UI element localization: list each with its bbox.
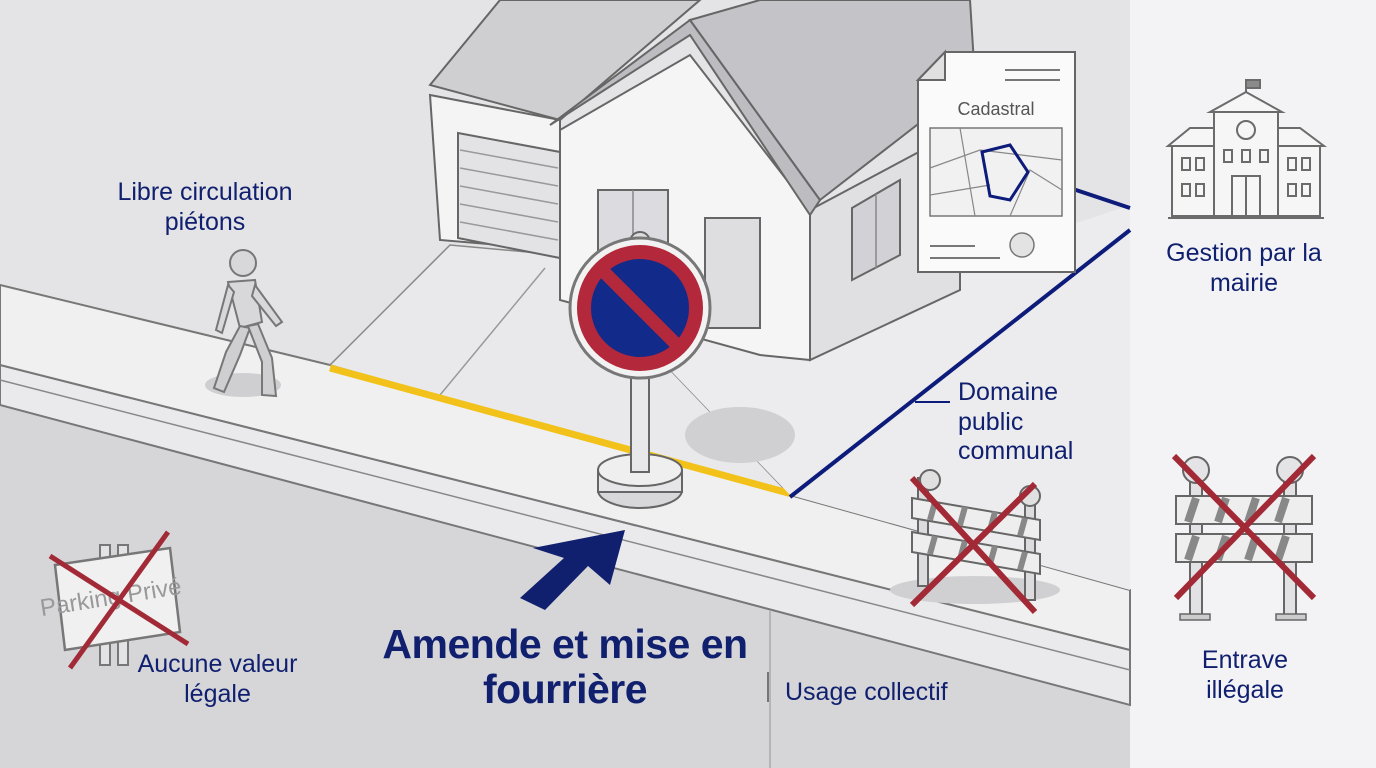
- barrier-icon: [890, 469, 1060, 615]
- label-no-legal-value: Aucune valeur légale: [137, 650, 298, 708]
- cadastral-document-icon: Cadastral: [915, 49, 1076, 273]
- barrier-icon-panel: [1171, 453, 1317, 621]
- cadastral-title: Cadastral: [957, 99, 1034, 119]
- boundary-line: [788, 228, 1132, 499]
- label-town-hall: Gestion par la mairie: [1166, 239, 1322, 297]
- yellow-curb-marking: [329, 364, 793, 498]
- label-collective-use: Usage collectif: [785, 678, 948, 706]
- curb-line: [0, 379, 1131, 671]
- house-roof: [688, 0, 977, 202]
- label-illegal-obstruction: Entrave illégale: [1201, 646, 1289, 704]
- arrow-icon: [520, 530, 625, 610]
- house-gable-trim: [549, 18, 822, 217]
- no-parking-sign-icon: [568, 231, 712, 509]
- private-parking-sign-icon: Parking Privé: [38, 530, 190, 670]
- label-public-domain: Domaine public communal: [958, 378, 1074, 465]
- yard: [560, 205, 1130, 590]
- label-pedestrian: Libre circulation piétons: [117, 178, 293, 236]
- town-hall-icon: [1165, 79, 1327, 219]
- front-door: [704, 217, 761, 329]
- label-fine: Amende et mise en fourrière: [382, 621, 748, 713]
- pedestrian-icon: [205, 249, 284, 398]
- garage-roof: [428, 0, 702, 122]
